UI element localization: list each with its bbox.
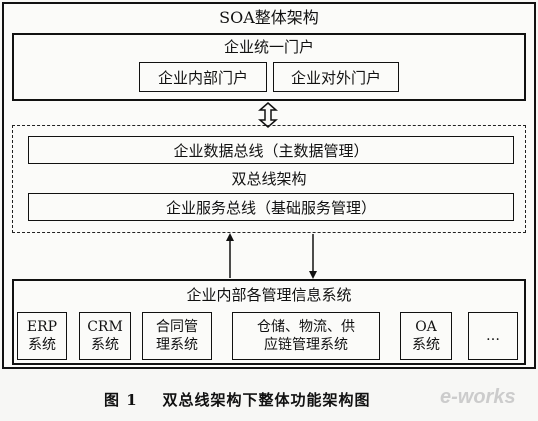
system-box-more: … [468,312,518,360]
diagram-title: SOA整体架构 [219,8,319,27]
data-bus-box: 企业数据总线（主数据管理） [28,136,514,164]
system-oa-line2: 系统 [412,337,440,353]
figure-caption: 图 1 双总线架构下整体功能架构图 [104,391,371,409]
system-box-contract: 合同管 理系统 [142,312,212,360]
internal-systems-title: 企业内部各管理信息系统 [186,285,352,304]
bus-connector-arrows [226,233,317,279]
system-contract-line1: 合同管 [156,319,198,335]
system-erp-line1: ERP [26,319,58,335]
system-box-crm: CRM 系统 [79,312,131,360]
system-box-supply-chain: 仓储、物流、供 应链管理系统 [232,312,380,360]
system-oa-line1: OA [415,319,437,335]
watermark-logo: e-works [440,386,516,408]
service-bus-box: 企业服务总线（基础服务管理） [28,193,514,221]
internal-systems-box [12,279,526,365]
system-contract-line2: 理系统 [156,337,198,353]
system-supply-chain-line2: 应链管理系统 [264,337,348,353]
portal-box [12,33,526,101]
dual-bus-frame [12,125,526,233]
system-crm-line1: CRM [87,319,123,335]
external-portal-box: 企业对外门户 [273,62,399,92]
system-box-erp: ERP 系统 [17,312,67,360]
up-arrow-icon [226,233,234,241]
portal-title: 企业统一门户 [223,37,314,56]
system-more-line1: … [486,328,500,344]
internal-portal-box: 企业内部门户 [139,62,267,92]
double-arrow-icon [258,102,278,128]
system-supply-chain-line1: 仓储、物流、供 [257,319,355,335]
system-box-oa: OA 系统 [400,312,452,360]
system-crm-line2: 系统 [91,337,119,353]
down-arrow-icon [309,271,317,279]
dual-bus-label: 双总线架构 [231,169,307,188]
system-erp-line2: 系统 [28,337,56,353]
